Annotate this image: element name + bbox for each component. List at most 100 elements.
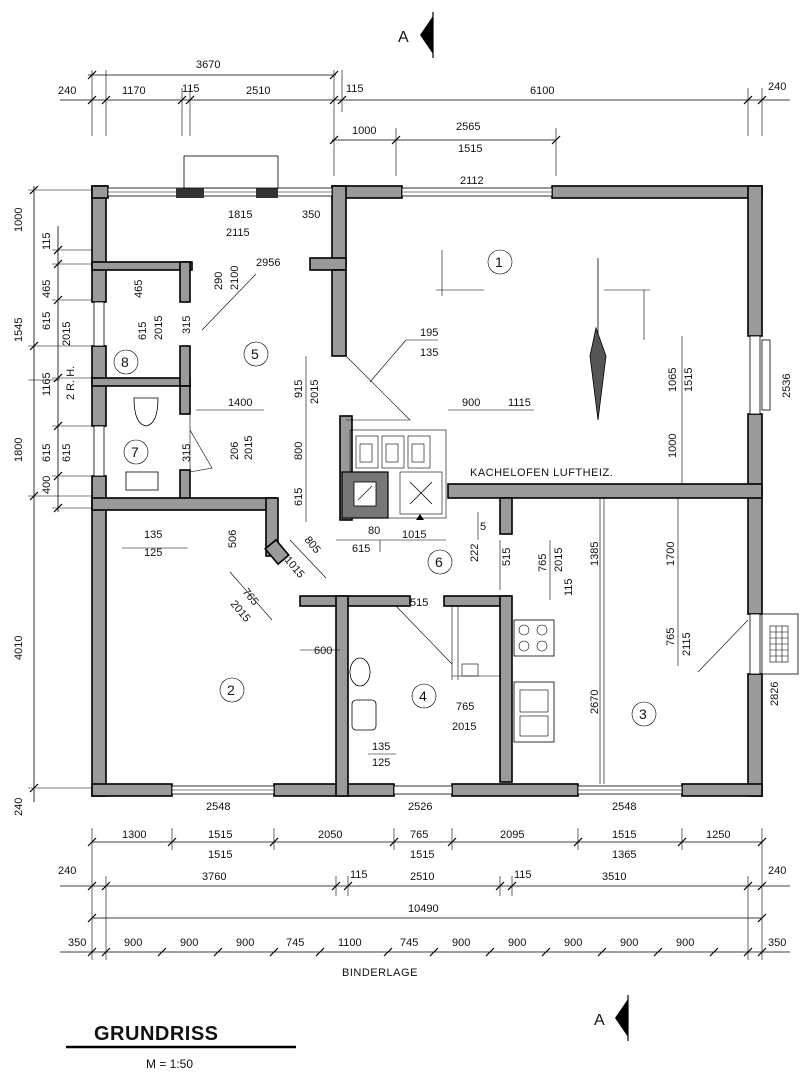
section-letter-top: A [398,29,409,46]
room-5-label: 5 [251,346,259,362]
dim-label: 800 [293,442,305,460]
dim-label: 2050 [318,829,342,841]
dims-bottom-labels: 2548 2526 2548 1300 1515 2050 765 2095 1… [58,801,786,949]
dim-label: 315 [181,316,193,334]
dim-label: 115 [41,232,53,250]
dim-label: 615 [41,312,53,330]
dim-label: 2015 [452,721,476,733]
dim-label: 2670 [589,690,601,714]
dim-label: 765 [537,554,549,572]
dim-label: 615 [61,444,73,462]
dim-label: 615 [293,488,305,506]
dim-label: 240 [768,865,786,877]
dim-label: 600 [314,645,332,657]
dim-label: 125 [372,757,390,769]
section-marker-top: A [398,12,434,58]
dim-label: 1300 [122,829,146,841]
kachelofen [341,429,447,520]
sink-room7 [125,471,159,491]
dim-label: 1000 [13,208,25,232]
dim-label: 1700 [665,542,677,566]
dim-label: 4010 [13,636,25,660]
dims-bottom-lines [60,828,790,960]
dim-label: 615 [41,444,53,462]
dim-label: 1170 [122,85,146,97]
dim-label: 615 [137,322,149,340]
dim-label: 765 [410,829,428,841]
dim-label: 1385 [589,542,601,566]
dim-label: 350 [68,937,86,949]
dim-label: 240 [58,85,76,97]
toilet-room4 [349,657,371,687]
dim-label: 115 [350,869,368,881]
dim-label: 195 [420,327,438,339]
kitchen-sink [513,681,555,743]
stove [513,619,555,657]
dim-label: 515 [410,597,428,609]
interior-dim-labels: 465 615 2015 315 1400 315 206 2015 195 1… [133,280,695,769]
dim-label: 506 [227,530,239,548]
dim-label: 2510 [410,871,434,883]
dim-label: 2565 [456,121,480,133]
dim-label: 1115 [508,397,531,409]
dim-label: 805 [302,534,323,556]
dim-label: 400 [41,476,53,494]
dims-right-labels: 2536 2826 [769,374,793,706]
dim-label: 2100 [229,266,241,290]
dim-label: 240 [768,81,786,93]
dims-left-labels: 1000 115 465 1545 615 2015 1165 2 R. H. … [13,208,77,816]
dim-label: 900 [462,397,480,409]
dim-label: 915 [293,380,305,398]
interior-dim-lines [122,336,683,784]
dim-label: 1515 [458,143,482,155]
dim-label: 10490 [408,903,439,915]
dim-label: 115 [182,83,200,95]
dim-label: 900 [564,937,582,949]
dim-label: 3510 [602,871,626,883]
section-marker-bottom: A [594,995,629,1041]
dim-label: 2115 [681,632,693,656]
fixtures [125,397,555,743]
dim-label: 1000 [352,125,376,137]
dim-label: 765 [456,701,474,713]
section-letter-bottom: A [594,1012,605,1029]
dim-label: 515 [501,548,513,566]
dim-label: 5 [480,521,486,533]
room-3: 3 [631,701,657,727]
dim-label: 2015 [553,548,565,572]
dim-label: 115 [563,578,575,596]
room-7: 7 [123,439,149,465]
dim-label: 1515 [410,849,434,861]
dim-label: 2548 [206,801,230,813]
toilet-room7 [133,397,159,427]
dim-label: 135 [144,529,162,541]
dim-label: 2015 [309,380,321,404]
dim-label: 1250 [706,829,730,841]
dim-label: 125 [144,547,162,559]
dim-label: 1800 [13,438,25,462]
dim-label: 465 [133,280,145,298]
dim-label: 900 [508,937,526,949]
dim-label: 2015 [153,316,165,340]
dim-label: 1365 [612,849,636,861]
dim-label: 900 [452,937,470,949]
dim-label: 115 [514,869,532,881]
dim-label: 1000 [667,434,679,458]
dim-label: 315 [181,444,193,462]
dim-label: 240 [58,865,76,877]
room-1: 1 [487,249,513,275]
room-8: 8 [113,349,139,375]
dims-left-lines [28,185,100,802]
dims-top-lines [60,70,790,176]
dim-label: 465 [41,280,53,298]
dim-label: 900 [180,937,198,949]
dim-label: 1815 [228,209,252,221]
dim-label: 2510 [246,85,270,97]
dim-label: 2526 [408,801,432,813]
dim-label: 2548 [612,801,636,813]
dim-label: 900 [236,937,254,949]
dim-label: 745 [286,937,304,949]
dim-label: 2112 [460,175,484,187]
dim-label: 1515 [208,849,232,861]
